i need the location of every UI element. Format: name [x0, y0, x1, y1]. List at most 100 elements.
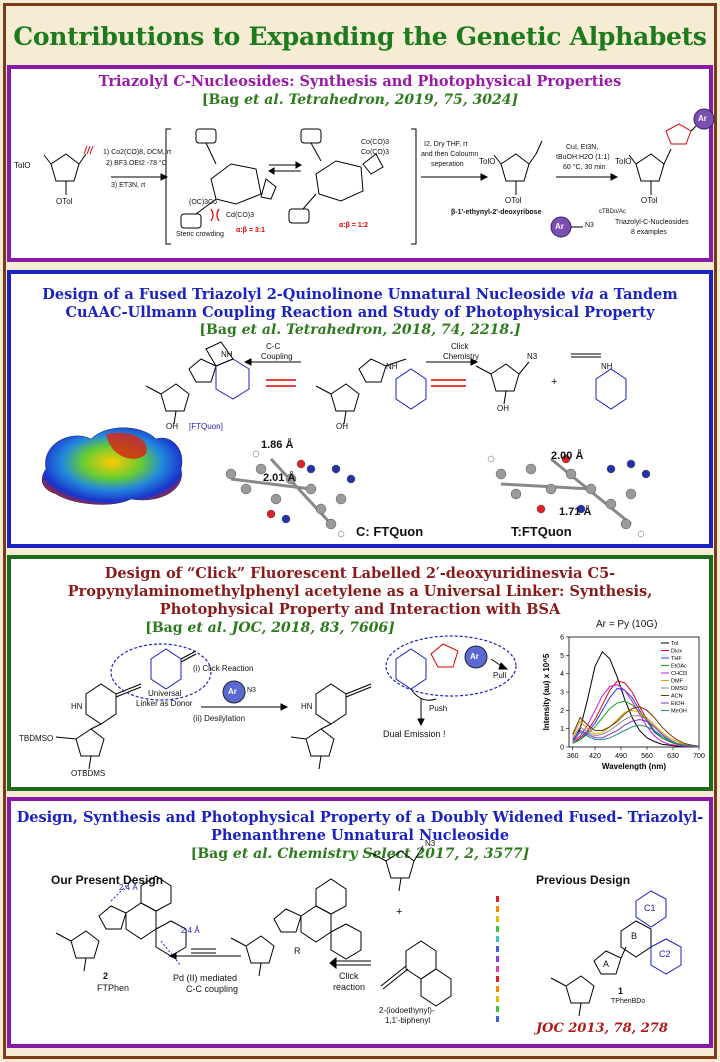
plus-label-4: + [396, 906, 403, 918]
panel3-title-line3: Photophysical Property and Interaction w… [159, 601, 561, 618]
x-tick-label: 360 [567, 753, 579, 760]
universal-label: Universal [148, 689, 182, 698]
y-tick-label: 2 [560, 708, 564, 715]
nh-label-1: NH [221, 350, 233, 359]
tol-label-1: TolO [14, 161, 31, 170]
panel3-title-line2: Propynylaminomethylphenyl acetylene as a… [67, 583, 653, 600]
tbda-label: cTBDo/Ac [599, 209, 627, 215]
otbdms-label: OTBDMS [71, 769, 106, 778]
rainbow-divider [496, 896, 499, 1022]
cond8: tBuOH:H2O (1:1) [556, 154, 610, 161]
r-label: R [294, 946, 301, 956]
panel1-citation: [Bag et al. Tetrahedron, 2019, 75, 3024] [201, 92, 519, 108]
product1-label: β-1'-ethynyl-2'-deoxyribose [451, 209, 542, 216]
panel-click-fluorescent: Design of “Click” Fluorescent Labelled 2… [7, 555, 713, 791]
x-tick-label: 700 [693, 753, 705, 760]
legend-label-meoh: MeOH [671, 709, 687, 715]
c-ftquon-caption: C: FTQuon [356, 524, 424, 539]
ftquon-label: [FTQuon] [189, 422, 223, 431]
ftphen-label: FTPhen [97, 983, 130, 993]
compound-1-number: 1 [618, 986, 624, 996]
tol-label-2: TolO [479, 157, 496, 166]
cond3: 3) ET3N, rt [111, 182, 146, 189]
ratio-label-1: α:β = 3:1 [236, 227, 266, 234]
cond7: CuI, Et3N, [566, 144, 599, 151]
cond1: 1) Co2(CO)8, DCM, rt [103, 149, 172, 156]
legend-label-chcl3: CHCl3 [671, 671, 687, 677]
distance-3: 2.00 Å [551, 450, 584, 462]
y-tick-label: 3 [560, 690, 564, 697]
series-line-meoh [572, 724, 700, 748]
nh-label-3: NH [601, 362, 613, 371]
x-axis-label: Wavelength (nm) [602, 762, 666, 771]
panel4-title-line1: Design, Synthesis and Photophysical Prop… [16, 809, 704, 826]
ball-stick-t-ftquon [487, 454, 651, 538]
cond6: seperation [431, 161, 464, 168]
cc-label: C-C [266, 342, 281, 351]
panel2-title-line1: Design of a Fused Triazolyl 2-Quinolinon… [42, 286, 678, 303]
co-label-d: Co(CO)3 [361, 149, 390, 156]
click-label: Click [451, 342, 469, 351]
tphen-label: TPhenBDo [611, 998, 646, 1005]
cc-coupling-label: C-C coupling [186, 984, 239, 994]
aryl-circle-3a [222, 680, 246, 704]
t-ftquon-caption: T:FTQuon [511, 524, 572, 539]
iodo-name-1: 2-(iodoethynyl)- [379, 1006, 435, 1015]
panel-triazolyl-c-nucleosides: Triazolyl C-Nucleosides: Synthesis and P… [7, 65, 715, 262]
x-tick-label: 630 [667, 753, 679, 760]
cond5: and then Coloumn [421, 151, 479, 158]
tol-label-3: TolO [615, 157, 632, 166]
panel3-scheme [55, 635, 517, 770]
ar-label-3b: Ar [470, 652, 479, 661]
linker-ellipse-2 [385, 635, 517, 697]
legend-label-dmso: DMSO [671, 686, 688, 692]
push-label: Push [429, 704, 448, 713]
legend-label-diox: Diox [671, 649, 682, 655]
series-line-dmf [572, 709, 700, 747]
compound-2-number: 2 [103, 971, 109, 981]
distance-2: 2.01 Å [263, 472, 296, 484]
y-tick-label: 0 [560, 745, 564, 752]
co-label-a: (OC)3Co [189, 199, 218, 206]
n3-label-4: N3 [425, 839, 436, 848]
desilylation-label: (ii) Desilylation [193, 714, 246, 723]
steric-label: Steric crowding [176, 231, 224, 238]
ratio-label-2: α:β = 1:2 [339, 222, 369, 229]
n3-label-1: N3 [585, 222, 594, 229]
panel1-scheme [43, 108, 715, 245]
poster-title: Contributions to Expanding the Genetic A… [13, 22, 707, 51]
legend-label-etoac: EtOAc [671, 664, 687, 670]
oh-label-3: OH [497, 404, 509, 413]
panel2-citation: [Bag et al. Tetrahedron, 2018, 74, 2218.… [199, 322, 521, 338]
distance-4: 1.71 Å [559, 506, 592, 518]
aryl-circle-product [693, 108, 715, 130]
panel4-scheme [55, 845, 682, 1022]
chart-title: Ar = Py (10G) [596, 619, 658, 630]
oh-label-2: OH [336, 422, 348, 431]
our-design-heading: Our Present Design [51, 873, 164, 887]
panel2-scheme [41, 341, 651, 538]
click-reaction-label: (i) Click Reaction [193, 664, 254, 673]
otol-label-3: OTol [641, 196, 658, 205]
legend-label-thf: THF [671, 656, 682, 662]
cond9: 60 °C, 30 min [563, 164, 606, 171]
otol-label-2: OTol [505, 196, 522, 205]
ar-label-3a: Ar [228, 687, 237, 696]
legend-label-etoh: EtOH [671, 701, 684, 707]
c1-label: C1 [644, 903, 656, 913]
x-tick-label: 420 [589, 753, 601, 760]
dual-emission-label: Dual Emission ! [383, 729, 446, 739]
plus-label: + [551, 376, 558, 388]
co-label-b: Cd(CO)3 [226, 212, 255, 219]
y-axis-label: Intensity (au) x 10^5 [542, 653, 551, 730]
c2-label: C2 [659, 949, 671, 959]
nh-label-2: NH [386, 362, 398, 371]
b-label: B [631, 931, 638, 941]
n3-label-2: N3 [527, 352, 538, 361]
ar-label-azide: Ar [555, 222, 564, 231]
distance-a: 2.4 Å [119, 883, 138, 892]
legend-label-dmf: DMF [671, 679, 684, 685]
product2-examples: 8 examples [631, 229, 667, 236]
panel4-citation: [Bag et al. Chemistry Select 2017, 2, 35… [190, 846, 530, 862]
